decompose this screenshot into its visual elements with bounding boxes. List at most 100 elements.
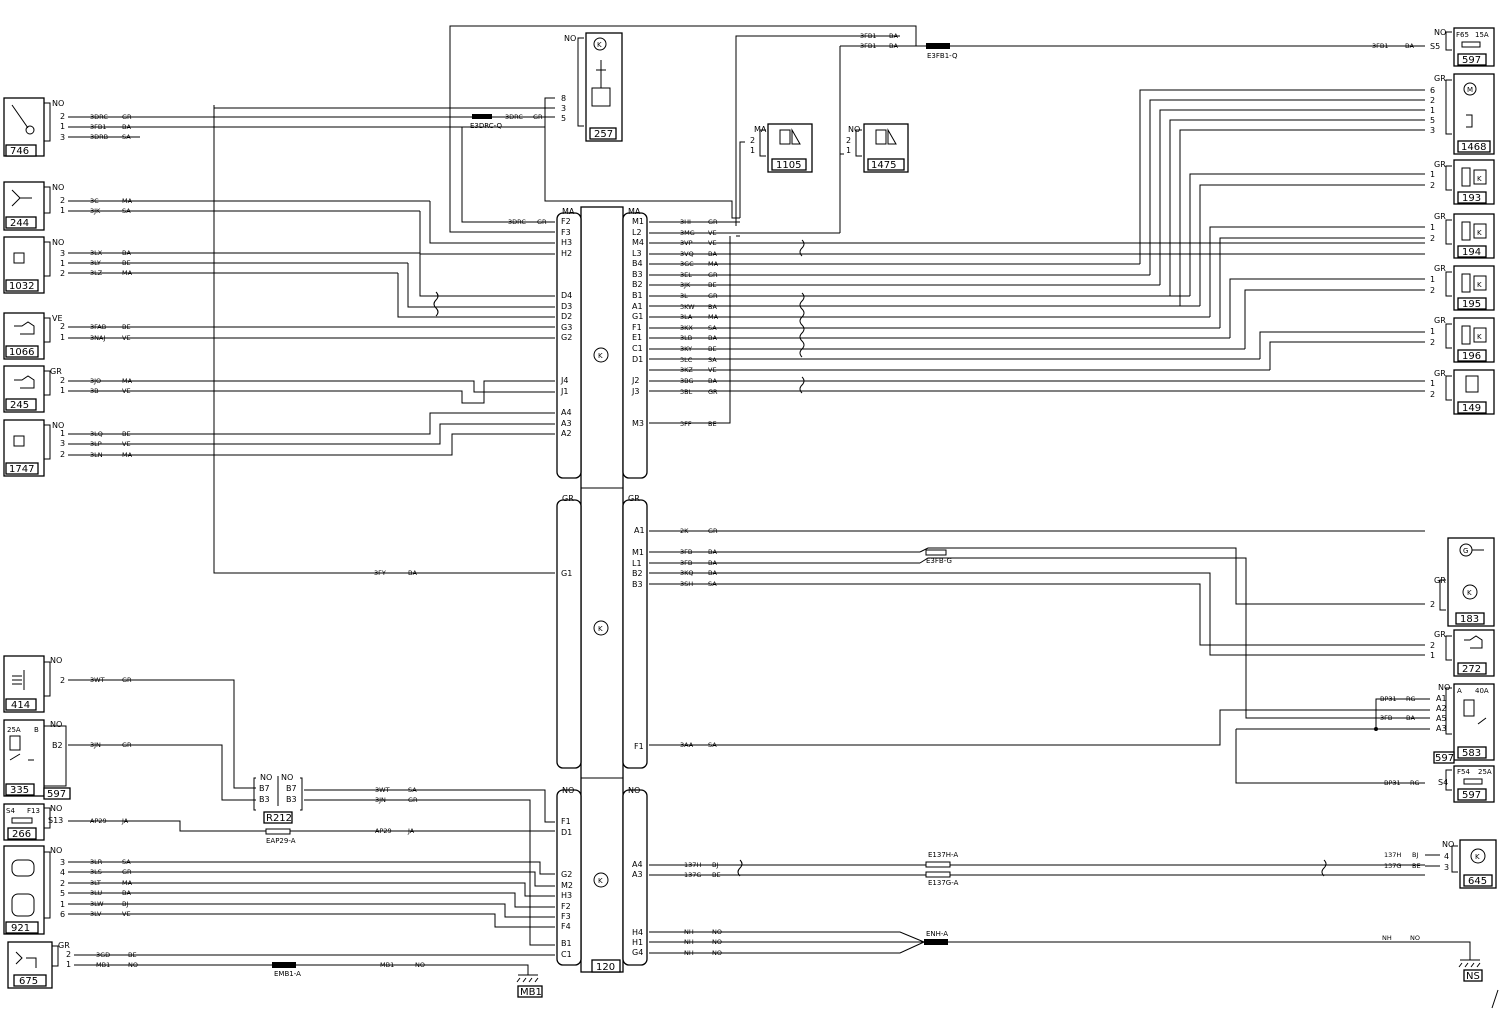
pin-label: M2 [561,881,573,890]
wires-921: 3LR SA 3LS GR 3LT MA 3LU BA 3LW BJ 3LV V… [68,858,555,928]
svg-text:K: K [598,877,603,885]
pin-label: L2 [632,228,642,237]
svg-text:193: 193 [1462,193,1481,204]
svg-text:25A: 25A [1478,768,1492,776]
svg-text:NH: NH [684,949,694,957]
svg-text:B7: B7 [286,784,297,793]
svg-text:F13: F13 [27,807,40,815]
svg-text:NO: NO [712,949,722,957]
svg-text:1: 1 [1430,275,1435,284]
svg-text:GR: GR [533,113,543,121]
svg-text:B3: B3 [286,795,297,804]
pin-label: F3 [561,228,571,237]
svg-text:K: K [1477,333,1482,341]
svg-text:4: 4 [60,868,65,877]
svg-text:BA: BA [889,32,898,40]
svg-text:MB1: MB1 [380,961,394,969]
svg-text:SA: SA [122,858,131,866]
svg-text:GR: GR [708,527,718,535]
svg-text:2: 2 [1430,641,1435,650]
wires-257: E3DRC-Q 3DRC GR [214,97,740,219]
svg-text:3FB1: 3FB1 [1372,42,1388,50]
component-272: 272 GR 2 1 [1430,629,1495,677]
svg-text:3C: 3C [90,197,99,205]
svg-text:3LQ: 3LQ [90,430,103,438]
splice-label: E137G-A [928,879,959,887]
svg-text:15A: 15A [1475,31,1489,39]
ground-ns: NS [1458,959,1483,982]
svg-text:A1: A1 [1436,694,1447,703]
svg-text:1: 1 [1430,379,1435,388]
svg-text:1: 1 [1430,327,1435,336]
svg-text:2: 2 [1430,390,1435,399]
svg-text:3FB1: 3FB1 [860,32,876,40]
svg-text:SA: SA [708,356,717,364]
svg-text:244: 244 [10,218,29,229]
pin-label: B1 [632,291,643,300]
pin-label: H3 [561,891,572,900]
component-597-fuse: F65 15A 597 NO S5 [1430,27,1495,67]
svg-text:3KW: 3KW [680,303,695,311]
svg-text:NO: NO [1434,28,1446,37]
component-266: S4 F13 266 NO S13 [3,803,63,841]
svg-text:BA: BA [708,548,717,556]
svg-text:3LV: 3LV [90,910,102,918]
svg-text:GR: GR [537,218,547,226]
svg-text:3HI: 3HI [680,218,691,226]
svg-text:JA: JA [121,817,129,825]
svg-text:3DRB: 3DRB [90,133,108,141]
svg-text:8: 8 [561,94,566,103]
svg-text:3KZ: 3KZ [680,366,693,374]
svg-text:VE: VE [122,334,131,342]
pin-label: J4 [560,376,568,385]
pin-label: M1 [632,217,644,226]
svg-text:2: 2 [66,950,71,959]
svg-text:3DRC: 3DRC [505,113,523,121]
pin-label: H4 [632,928,643,937]
component-746: 746 NO 2 1 3 [3,97,65,157]
wires-335: 3JN GR [68,741,256,801]
svg-text:2: 2 [60,196,65,205]
svg-text:3LS: 3LS [90,868,102,876]
svg-text:S4: S4 [1438,778,1448,787]
splice-label: E3FB-G [926,557,952,565]
ecu-left-top-pins: F2 F3 H3 H2 D4 D3 D2 G3 G2 J4 J1 A4 A3 A… [560,217,572,438]
svg-text:K: K [1477,175,1482,183]
pin-label: H3 [561,238,572,247]
svg-text:1032: 1032 [9,281,34,292]
svg-text:195: 195 [1462,299,1481,310]
splice-label: EAP29-A [266,837,296,845]
pin-label: G4 [632,948,643,957]
svg-text:3WT: 3WT [375,786,390,794]
svg-text:3LB: 3LB [680,334,692,342]
component-597-lower: F54 25A 597 S4 [1438,765,1495,803]
svg-text:M: M [1467,86,1473,94]
svg-text:3LT: 3LT [90,879,101,887]
svg-text:3BL: 3BL [680,388,693,396]
svg-text:1: 1 [1430,223,1435,232]
svg-text:3: 3 [1444,863,1449,872]
svg-text:1: 1 [60,429,65,438]
svg-text:VE: VE [708,239,717,247]
pin-label: D2 [561,312,572,321]
svg-text:2: 2 [1430,286,1435,295]
ecu-bottom-pins: F1 D1 G2 M2 H3 F2 F3 F4 B1 C1 A4 A3 H4 H… [561,817,643,959]
svg-text:NO: NO [52,183,64,192]
component-645: K 645 NO 4 3 [1442,839,1497,889]
svg-text:NO: NO [50,720,62,729]
svg-text:GR: GR [122,676,132,684]
svg-text:3DRC: 3DRC [508,218,526,226]
svg-text:GR: GR [122,868,132,876]
svg-text:3FB1: 3FB1 [860,42,876,50]
splice-label: E3DRC-Q [470,122,502,130]
ecu-color: MA [628,207,641,216]
svg-text:3L: 3L [680,292,688,300]
svg-text:3B: 3B [90,387,99,395]
svg-text:2: 2 [60,879,65,888]
svg-text:1: 1 [750,146,755,155]
svg-text:BE: BE [708,281,717,289]
svg-text:K: K [1475,853,1480,861]
pin-label: D3 [561,302,572,311]
svg-text:VE: VE [708,229,717,237]
